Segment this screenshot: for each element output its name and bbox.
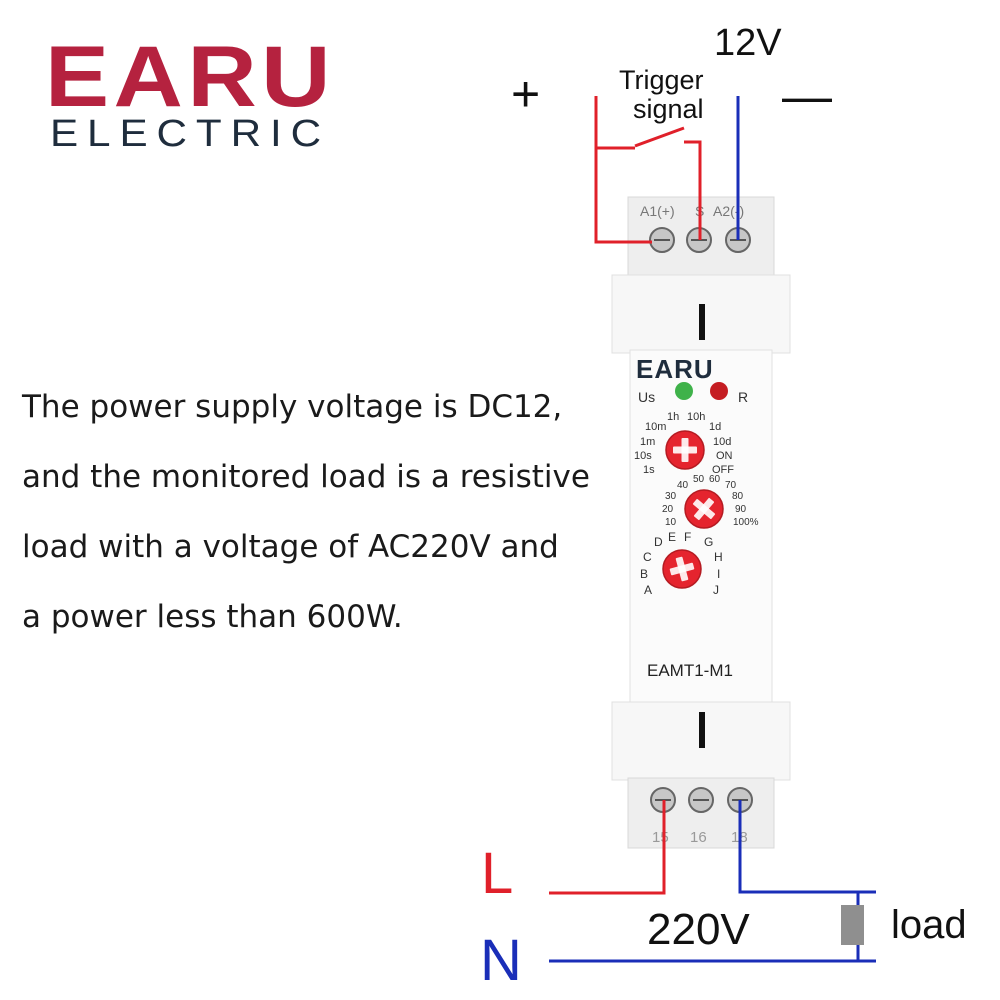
pct-scale-10: 10 <box>665 517 677 528</box>
brand-logo: EARU ELECTRIC <box>45 29 335 155</box>
mode-scale-f: F <box>684 530 691 544</box>
pct-scale-50: 50 <box>693 474 705 485</box>
trigger-switch-contact <box>634 126 685 148</box>
terminal-label-a1: A1(+) <box>640 203 675 219</box>
led-power-green <box>675 382 693 400</box>
trigger-wire-output <box>684 140 702 240</box>
live-wire <box>549 800 666 895</box>
pct-scale-60: 60 <box>709 474 721 485</box>
description-line-3: load with a voltage of AC220V and <box>22 529 559 565</box>
time-scale-1s: 1s <box>643 464 655 476</box>
mode-scale-g: G <box>704 535 713 549</box>
description-line-2: and the monitored load is a resistive <box>22 459 590 495</box>
load-feed-wire <box>738 800 858 894</box>
live-label: L <box>481 841 513 906</box>
time-scale-10h: 10h <box>687 411 705 423</box>
time-scale-on: ON <box>716 450 733 462</box>
supply-voltage-label: 12V <box>714 22 782 64</box>
time-scale-off: OFF <box>712 464 734 476</box>
led-relay-red <box>710 382 728 400</box>
device-brand-logo: EARU <box>636 354 714 384</box>
brand-sub: ELECTRIC <box>50 113 330 155</box>
trigger-label-line1: Trigger <box>619 65 704 95</box>
time-scale-1d: 1d <box>709 421 721 433</box>
terminal-label-a2: A2(-) <box>713 203 744 219</box>
mode-scale-a: A <box>644 583 652 597</box>
timer-relay-device: A1(+) S A2(-) 15 16 18 EARU Us R 1h 10h … <box>611 196 791 849</box>
time-range-knob[interactable] <box>665 430 705 470</box>
pct-scale-70: 70 <box>725 480 737 491</box>
pct-scale-100: 100% <box>733 517 759 528</box>
mode-select-knob[interactable] <box>662 549 702 589</box>
pct-scale-20: 20 <box>662 504 674 515</box>
mains-voltage-label: 220V <box>647 905 750 954</box>
mode-scale-d: D <box>654 535 663 549</box>
led-power-label: Us <box>638 389 655 405</box>
brand-name: EARU <box>45 29 335 125</box>
time-scale-1h: 1h <box>667 411 679 423</box>
time-scale-10s: 10s <box>634 450 652 462</box>
terminal-label-16: 16 <box>690 829 707 846</box>
time-scale-10d: 10d <box>713 436 731 448</box>
supply-minus-label: — <box>782 68 832 124</box>
pct-scale-30: 30 <box>665 491 677 502</box>
time-scale-10m: 10m <box>645 421 666 433</box>
load-resistor <box>841 905 864 945</box>
mains-wiring <box>549 800 876 963</box>
pct-scale-40: 40 <box>677 480 689 491</box>
pct-scale-80: 80 <box>732 491 744 502</box>
time-scale-1m: 1m <box>640 436 655 448</box>
mode-scale-e: E <box>668 530 676 544</box>
description-text: The power supply voltage is DC12, and th… <box>22 380 622 660</box>
trigger-label-line2: signal <box>633 94 704 124</box>
led-relay-label: R <box>738 389 748 405</box>
bottom-rail-marker <box>699 712 705 748</box>
pct-scale-90: 90 <box>735 504 747 515</box>
top-rail-marker <box>699 304 705 340</box>
device-model-label: EAMT1-M1 <box>647 661 733 680</box>
supply-plus-label: + <box>511 66 540 122</box>
description-line-1: The power supply voltage is DC12, <box>22 389 563 425</box>
neutral-label: N <box>480 928 522 993</box>
mode-scale-c: C <box>643 550 652 564</box>
supply-wiring <box>594 96 740 244</box>
description-line-4: a power less than 600W. <box>22 599 403 635</box>
terminal-label-15: 15 <box>652 829 669 846</box>
terminal-screw-16 <box>688 787 714 813</box>
mode-scale-i: I <box>717 567 720 581</box>
mode-scale-h: H <box>714 550 723 564</box>
load-label: load <box>891 903 967 947</box>
mode-scale-b: B <box>640 567 648 581</box>
mode-scale-j: J <box>713 583 719 597</box>
terminal-screw-a1 <box>649 227 675 253</box>
positive-wire <box>594 96 652 244</box>
percentage-knob[interactable] <box>684 489 724 529</box>
